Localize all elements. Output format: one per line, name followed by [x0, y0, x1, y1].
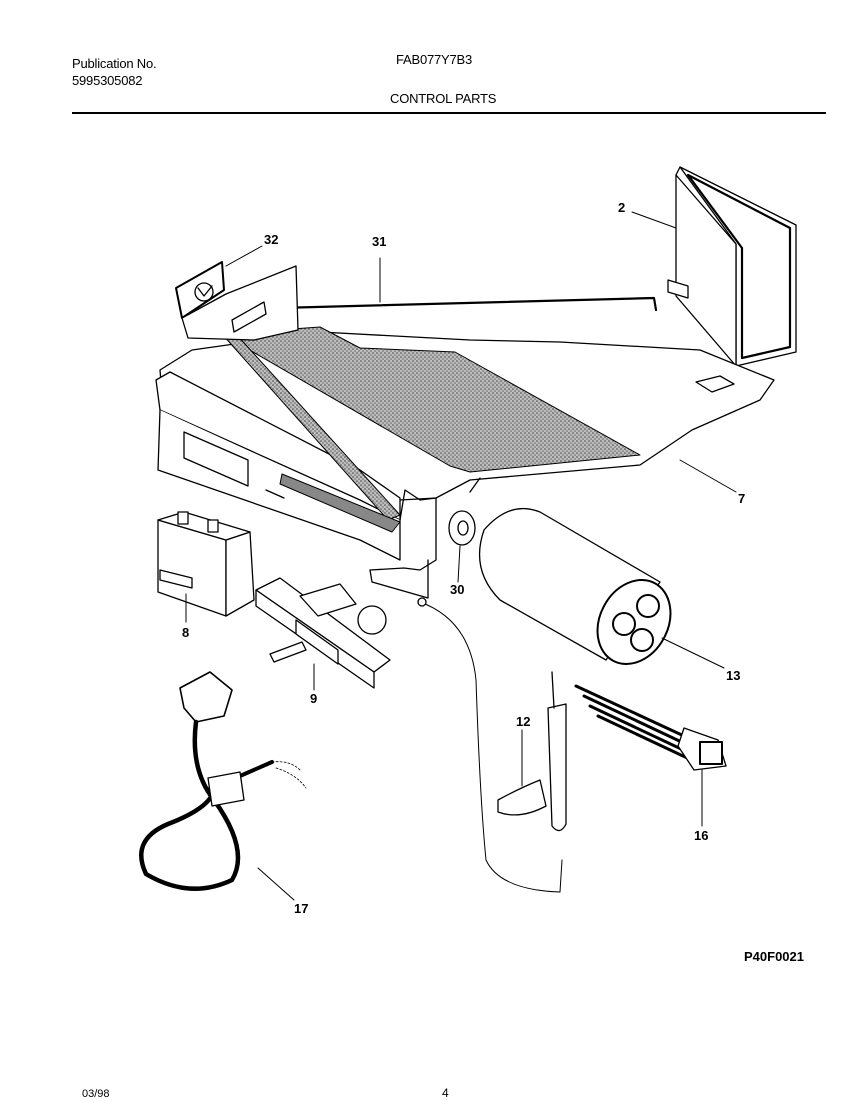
part-31-rod [276, 257, 658, 334]
part-8-switch [157, 511, 255, 623]
diagram-reference-code: P40F0021 [744, 949, 804, 964]
callout-7: 7 [738, 491, 745, 506]
callout-8: 8 [182, 625, 189, 640]
callout-2: 2 [618, 200, 625, 215]
part-16-wire-harness [574, 684, 727, 827]
callout-31: 31 [372, 234, 386, 249]
header-rule [72, 112, 826, 114]
model-number: FAB077Y7B3 [396, 52, 473, 67]
callout-16: 16 [694, 828, 708, 843]
publication-number: 5995305082 [72, 73, 143, 88]
callout-13: 13 [726, 668, 740, 683]
part-17-power-cord [139, 671, 307, 901]
callout-12: 12 [516, 714, 530, 729]
section-title: CONTROL PARTS [390, 91, 497, 106]
capillary-tube [419, 601, 563, 893]
callout-30: 30 [450, 582, 464, 597]
part-13-capacitor [478, 508, 725, 669]
part-7-control-housing [155, 326, 775, 599]
part-2-filter-frame [667, 166, 797, 367]
part-30-washer [448, 510, 476, 583]
leader-2 [631, 211, 677, 229]
publication-label: Publication No. [72, 56, 157, 71]
footer-page-number: 4 [442, 1086, 449, 1100]
callout-17: 17 [294, 901, 308, 916]
leader-7 [679, 459, 737, 493]
part-12-sensor [497, 671, 567, 832]
callout-32: 32 [264, 232, 278, 247]
footer-date: 03/98 [82, 1088, 110, 1100]
callout-9: 9 [310, 691, 317, 706]
part-9-thermostat [255, 577, 391, 691]
part-32-bracket [175, 245, 299, 341]
